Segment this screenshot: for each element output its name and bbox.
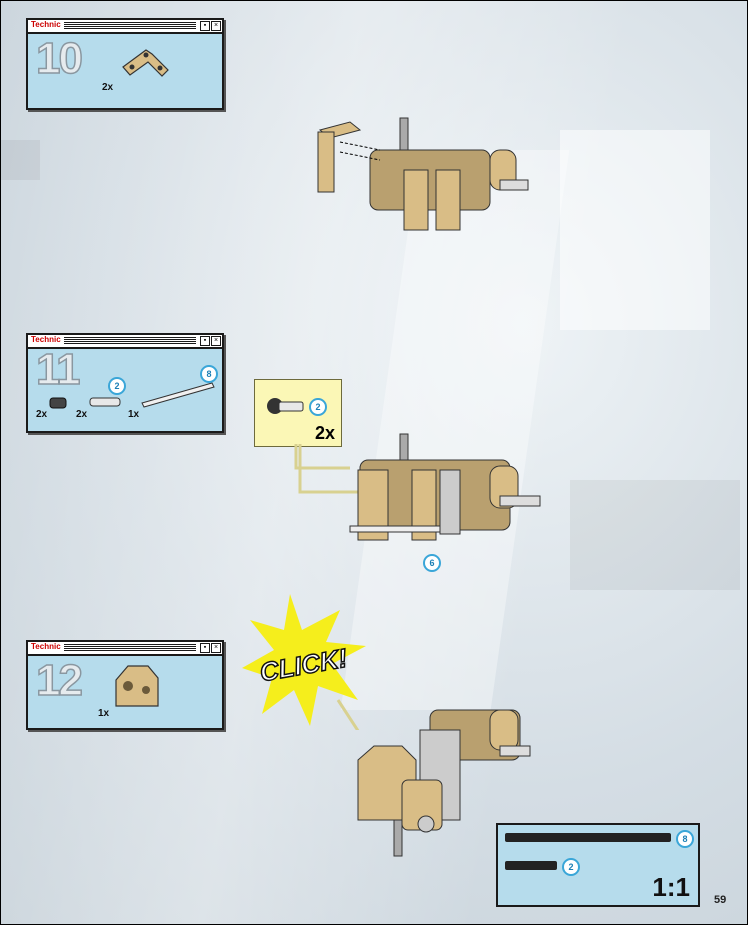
length-badge: 8 — [676, 830, 694, 848]
page-number: 59 — [714, 894, 726, 906]
part-qty: 2x — [36, 409, 47, 420]
bush-icon — [48, 395, 70, 411]
assembly-step-11 — [340, 430, 550, 570]
part-qty: 1x — [98, 708, 109, 719]
step-11-window: Technic ▪ × 11 2x 2 2x 8 1x — [26, 333, 224, 433]
length-badge: 8 — [200, 365, 218, 383]
close-icon: × — [211, 336, 221, 346]
tan-angled-beam-icon — [118, 42, 178, 87]
minimize-icon: ▪ — [200, 336, 210, 346]
close-icon: × — [211, 643, 221, 653]
connector-peg-2-icon — [504, 859, 560, 873]
scale-ratio: 1:1 — [652, 872, 690, 903]
close-icon: × — [211, 21, 221, 31]
window-brand: Technic — [31, 642, 61, 651]
part-qty: 2x — [76, 409, 87, 420]
step-number: 11 — [36, 345, 79, 395]
axle-icon — [138, 379, 218, 409]
part-qty: 2x — [102, 82, 113, 93]
connector-peg-icon — [265, 394, 309, 422]
tan-gear-block-icon — [108, 660, 164, 712]
length-badge: 2 — [108, 377, 126, 395]
step-12-window: Technic ▪ × 12 1x — [26, 640, 224, 730]
length-badge: 2 — [309, 398, 327, 416]
step-number: 12 — [36, 656, 81, 706]
minimize-icon: ▪ — [200, 643, 210, 653]
length-badge: 6 — [423, 554, 441, 572]
step-10-window: Technic ▪ × 10 2x — [26, 18, 224, 110]
window-titlebar: Technic ▪ × — [28, 20, 222, 34]
sub-assembly-callout: 2 2x — [254, 379, 342, 447]
minimize-icon: ▪ — [200, 21, 210, 31]
window-brand: Technic — [31, 20, 61, 29]
scale-box: 8 2 1:1 — [496, 823, 700, 907]
part-qty: 1x — [128, 409, 139, 420]
window-brand: Technic — [31, 335, 61, 344]
connector-peg-icon — [88, 393, 124, 411]
assembly-step-10 — [300, 110, 540, 240]
length-badge: 2 — [562, 858, 580, 876]
step-number: 10 — [36, 34, 81, 84]
window-titlebar: Technic ▪ × — [28, 642, 222, 656]
axle-8-icon — [504, 831, 674, 845]
